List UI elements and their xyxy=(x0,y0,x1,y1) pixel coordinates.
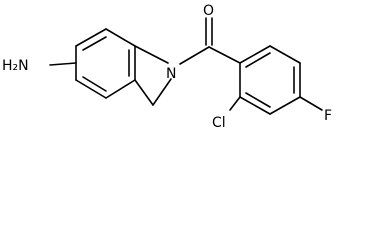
bond xyxy=(105,79,136,99)
bond xyxy=(269,96,301,115)
carbonyl-aryl-bond xyxy=(208,46,241,64)
bond xyxy=(75,79,107,99)
bond xyxy=(239,45,271,64)
indoline-five-membered-ring xyxy=(134,45,172,106)
amine-label: H₂N xyxy=(2,58,29,74)
bond xyxy=(239,96,271,115)
double-bond-inner xyxy=(245,92,271,108)
bond xyxy=(269,45,301,64)
double-bond-inner xyxy=(82,36,107,51)
fluorine-bond xyxy=(299,96,323,111)
double-bond-inner xyxy=(245,52,271,68)
amine-bond xyxy=(49,62,77,66)
double-bond-inner xyxy=(82,76,107,92)
carbonyl-oxygen-label: O xyxy=(203,3,214,19)
bond xyxy=(134,79,154,106)
chlorine-bond xyxy=(229,96,241,111)
bond xyxy=(105,28,136,47)
indoline-benzene-ring xyxy=(75,28,136,99)
bond xyxy=(134,45,169,64)
bond xyxy=(152,78,172,106)
ring-nitrogen-label: N xyxy=(166,66,176,82)
n-carbonyl-bond xyxy=(179,46,210,65)
bond xyxy=(75,28,107,47)
fluorochlorophenyl-ring xyxy=(239,45,301,115)
molecule-structure-diagram: H₂N N O Cl F xyxy=(2,3,332,131)
fluorine-label: F xyxy=(324,108,332,124)
chlorine-label: Cl xyxy=(212,115,226,131)
